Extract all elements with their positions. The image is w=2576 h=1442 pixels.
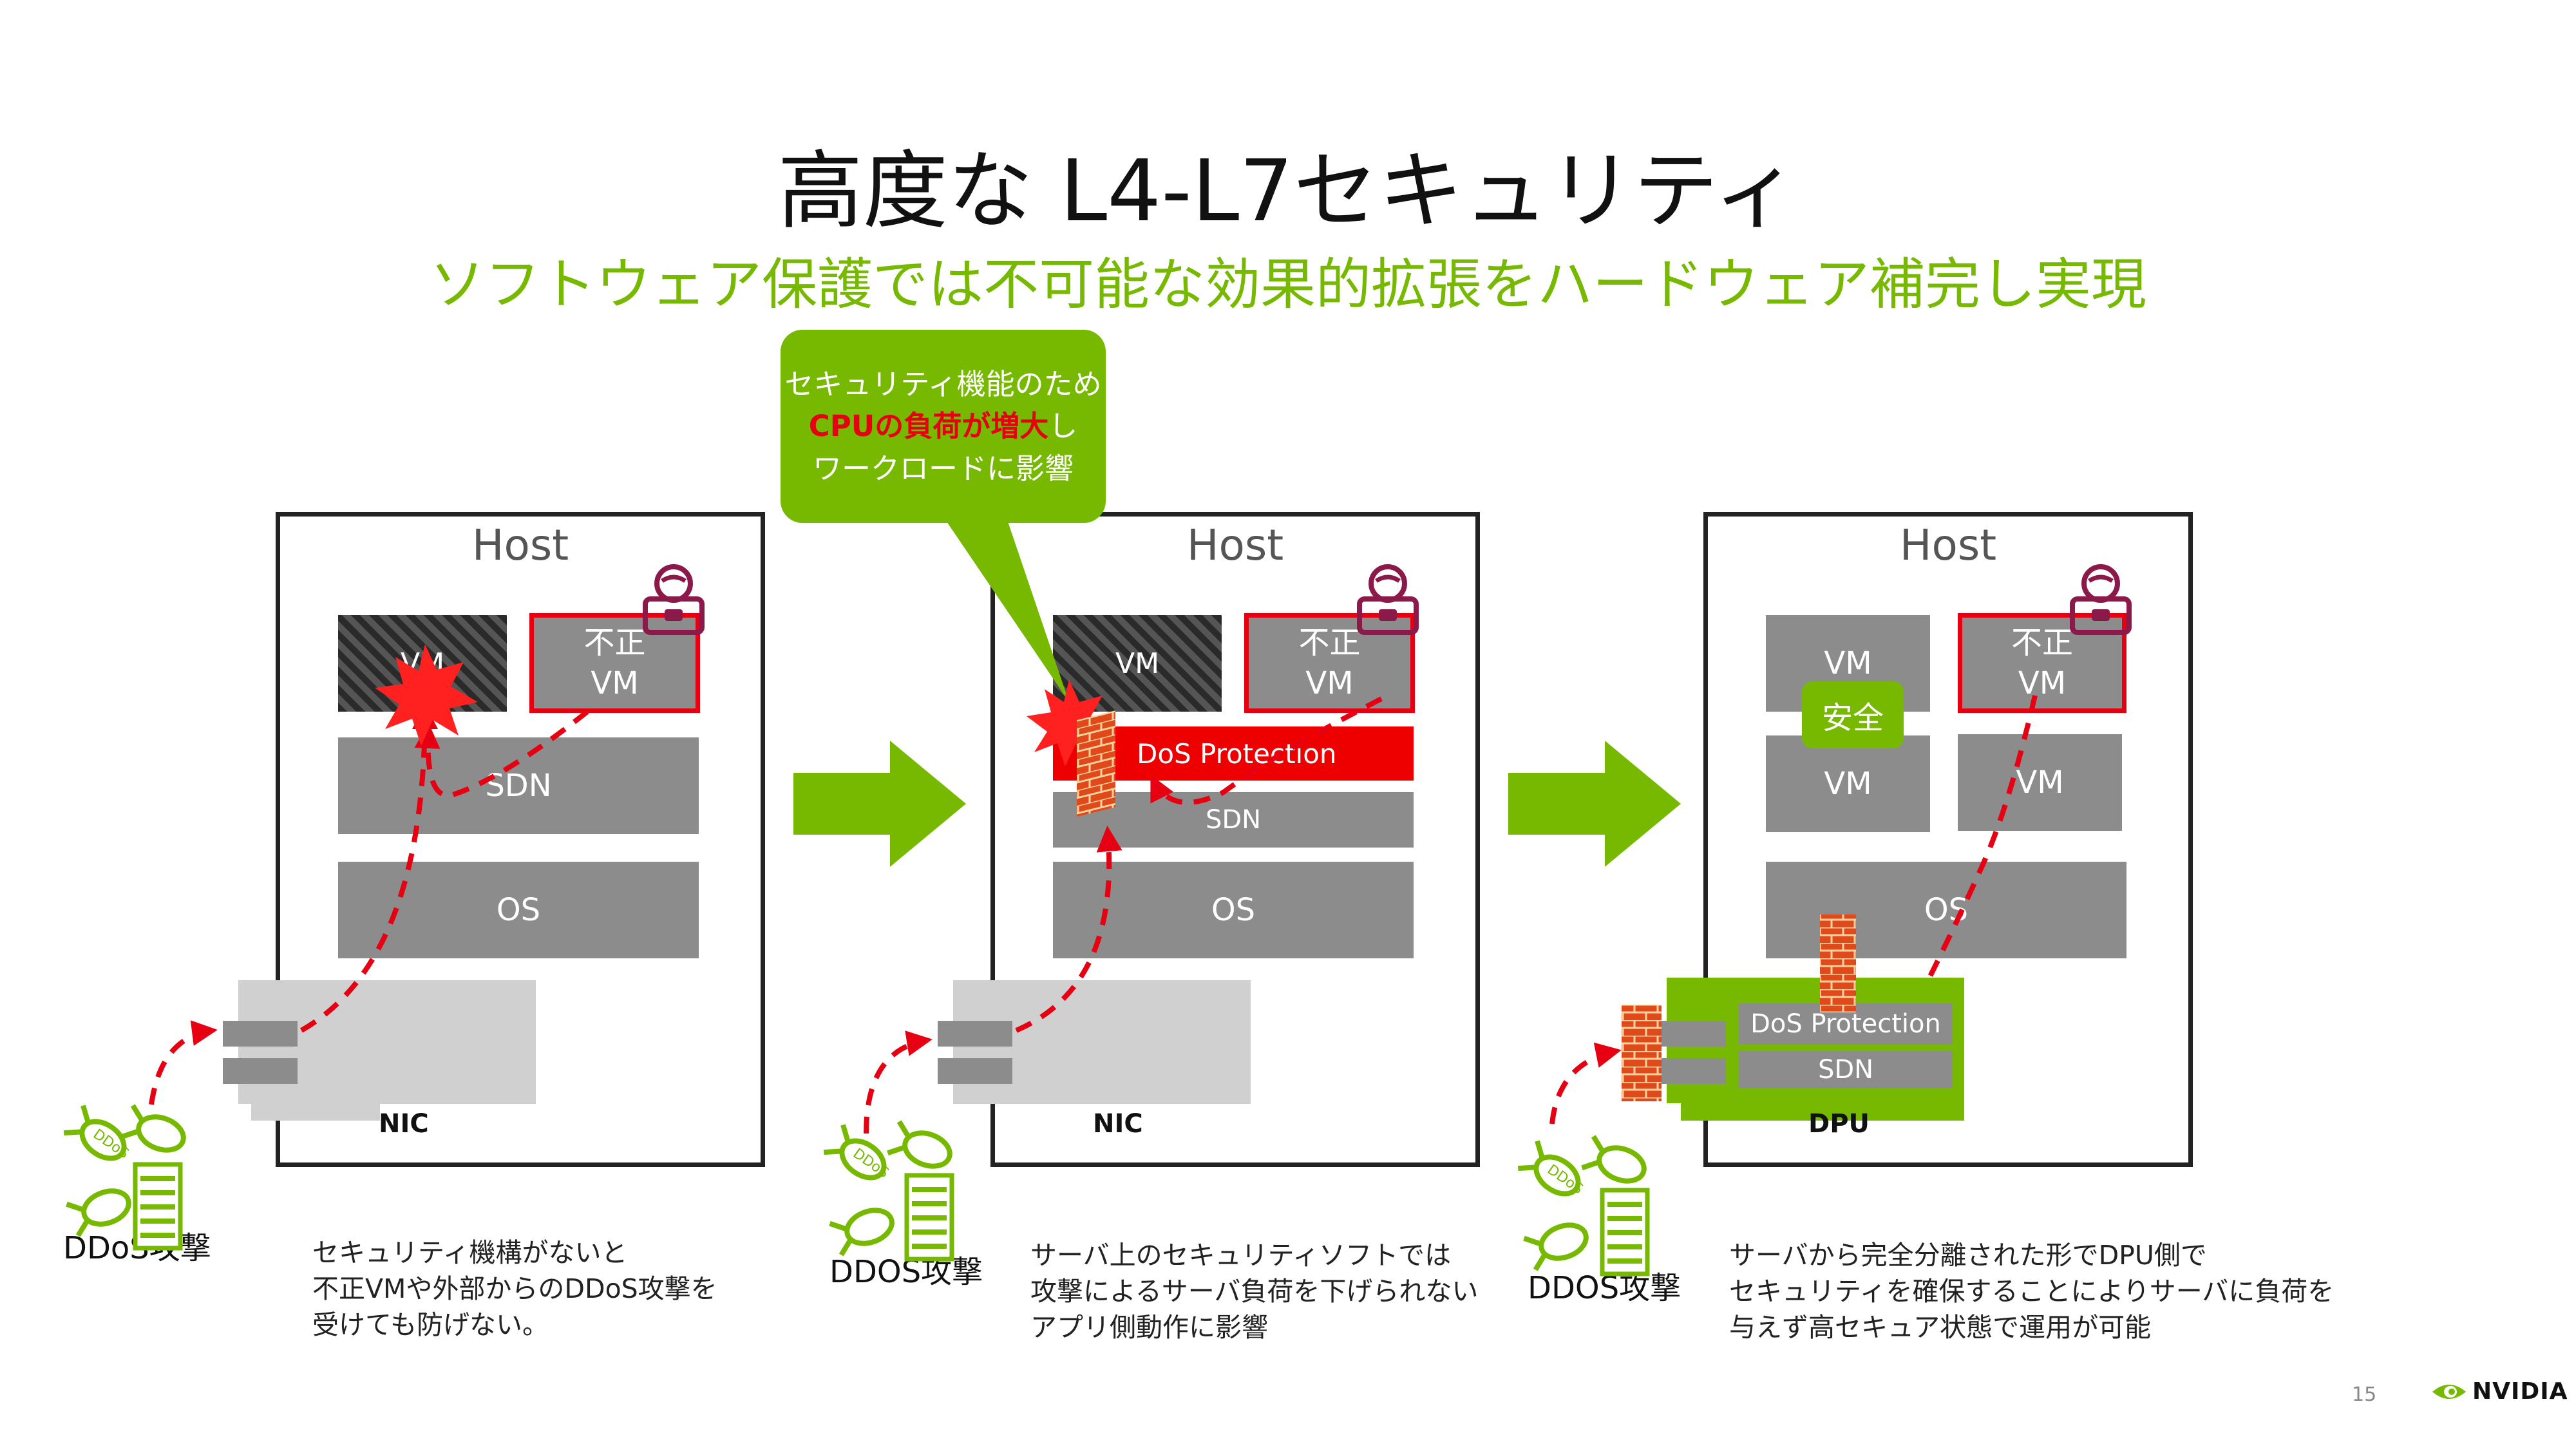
caption-1-line1: セキュリティ機構がないと (312, 1237, 628, 1268)
caption-1-line2: 不正VMや外部からのDDoS攻撃を (312, 1273, 717, 1304)
nvidia-logo-text: NVIDIA (2472, 1378, 2568, 1405)
explosion-icon (375, 644, 478, 746)
server-rack-icon (907, 1175, 952, 1259)
callout-line3: ワークロードに影響 (812, 451, 1074, 486)
rogue-path-1 (414, 709, 589, 799)
vm-block-3c: VM (1958, 734, 2122, 831)
rogue-line2-3: VM (2018, 665, 2067, 701)
caption-2: サーバ上のセキュリティソフトでは 攻撃によるサーバ負荷を下げられない アプリ側動… (1030, 1238, 1558, 1345)
hacker-icon (1359, 567, 1416, 632)
callout-line1: セキュリティ機能のため (784, 367, 1102, 402)
caption-3-line2: セキュリティを確保することによりサーバに負荷を (1729, 1275, 2334, 1307)
caption-1: セキュリティ機構がないと 不正VMや外部からのDDoS攻撃を 受けても防げない。 (312, 1235, 840, 1343)
arrow-right-icon (793, 741, 966, 867)
rogue-vm-1: 不正 VM (529, 613, 700, 713)
ddos-bomb-icon (1582, 1136, 1649, 1188)
caption-2-line1: サーバ上のセキュリティソフトでは (1030, 1240, 1452, 1271)
rogue-path-2 (1150, 696, 1383, 805)
caption-2-line3: アプリ側動作に影響 (1030, 1311, 1268, 1343)
rogue-vm-2: 不正 VM (1244, 613, 1415, 713)
page-subtitle: ソフトウェア保護では不可能な効果的拡張をハードウェア補完し実現 (430, 252, 2146, 317)
vm-block-2: VM (1053, 615, 1222, 712)
firewall-icon (1820, 915, 1856, 1012)
host-label-2: Host (1186, 520, 1284, 570)
ddos-bomb-icon (121, 1105, 188, 1157)
dpu-port-bottom (1651, 1058, 1726, 1084)
hacker-icon (645, 567, 702, 632)
nic-port-top-1 (223, 1021, 298, 1047)
rogue-line2-2: VM (1305, 665, 1354, 701)
nvidia-logo: NVIDIA (2431, 1378, 2568, 1405)
nic-port-bottom-2 (938, 1058, 1012, 1084)
page-title: 高度な L4-L7セキュリティ (777, 142, 1799, 241)
callout-tail (947, 522, 1069, 702)
rogue-line1-3: 不正 (2011, 625, 2073, 661)
ddos-bomb-icon (1524, 1218, 1591, 1269)
ingress-path-1 (149, 1020, 218, 1105)
firewall-icon (1077, 710, 1115, 817)
nic-label-2: NIC (1093, 1109, 1143, 1139)
attack-path-2 (1015, 826, 1122, 1033)
host-label-1: Host (471, 520, 569, 570)
rogue-line1-2: 不正 (1298, 625, 1361, 661)
nic-port-top-2 (938, 1021, 1012, 1047)
hacker-icon (2072, 567, 2129, 632)
attack-path-1 (300, 703, 438, 1033)
ddos-bomb-icon (887, 1121, 954, 1173)
caption-2-line2: 攻撃によるサーバ負荷を下げられない (1030, 1275, 1479, 1307)
rogue-path-3 (1923, 695, 2038, 987)
ddos-bomb-icon (829, 1203, 896, 1255)
vm-block-3b: VM (1766, 735, 1930, 832)
callout-line2: CPUの負荷が増大し (781, 405, 1106, 447)
arrow-right-icon (1508, 741, 1681, 867)
caption-3-line1: サーバから完全分離された形でDPU側で (1729, 1240, 2207, 1271)
safe-badge: 安全 (1802, 681, 1904, 748)
caption-3-line3: 与えず高セキュア状態で運用が可能 (1729, 1311, 2152, 1343)
server-rack-icon (135, 1164, 180, 1248)
callout-line2-rest: し (1048, 409, 1078, 444)
caption-3: サーバから完全分離された形でDPU側で セキュリティを確保することによりサーバに… (1729, 1238, 2360, 1345)
os-block-2: OS (1053, 862, 1414, 958)
rogue-line1-1: 不正 (583, 625, 646, 661)
ingress-path-2 (864, 1030, 933, 1134)
callout-highlight: CPUの負荷が増大 (808, 409, 1049, 444)
nic-port-bottom-1 (223, 1058, 298, 1084)
os-block-1: OS (338, 862, 699, 958)
dpu-port-top (1651, 1021, 1726, 1047)
sdn-block-1: SDN (338, 737, 699, 834)
firewall-icon (1622, 1005, 1662, 1101)
ingress-path-3 (1549, 1042, 1622, 1124)
nic-card-tab-1 (251, 1095, 380, 1121)
vm-label-2: VM (1115, 647, 1160, 680)
nvidia-eye-icon (2432, 1384, 2466, 1399)
nic-label-1: NIC (379, 1109, 429, 1139)
ddos-bomb-icon (66, 1184, 133, 1235)
page-number: 15 (2352, 1383, 2377, 1406)
cpu-load-callout: セキュリティ機能のため CPUの負荷が増大し ワークロードに影響 (781, 330, 1106, 523)
dpu-sdn: SDN (1739, 1051, 1953, 1088)
caption-1-line3: 受けても防げない。 (312, 1309, 549, 1340)
dpu-label: DPU (1808, 1109, 1870, 1139)
rogue-vm-3: 不正 VM (1958, 613, 2126, 713)
server-rack-icon (1602, 1190, 1647, 1274)
host-label-3: Host (1899, 520, 1997, 570)
rogue-line2-1: VM (591, 665, 639, 701)
